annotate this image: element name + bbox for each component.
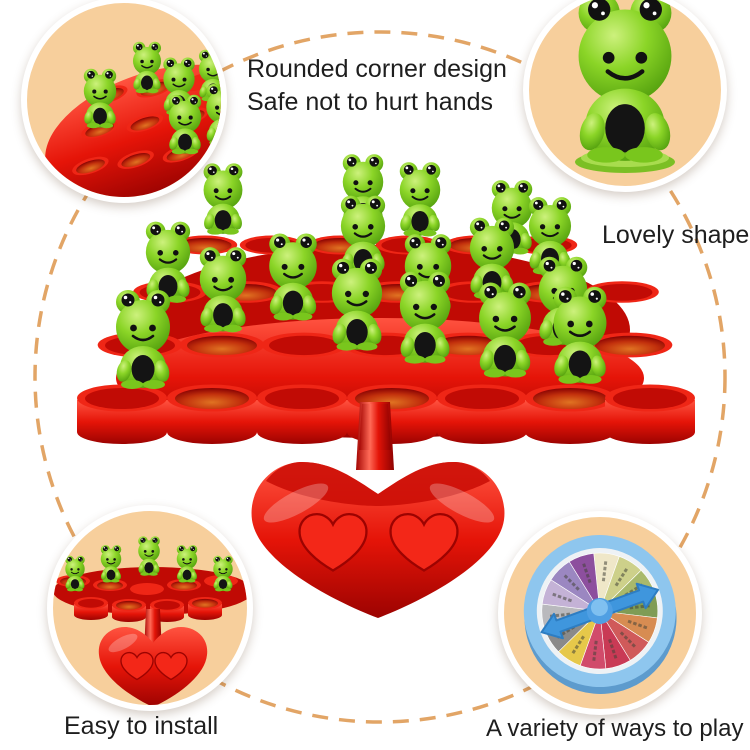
heart-base-mini (98, 627, 208, 705)
cup (257, 384, 347, 444)
tray-corner-closeup-figure (45, 41, 221, 197)
balance-tree-figure (77, 153, 695, 618)
dashed-ring (33, 30, 727, 724)
cup (587, 332, 673, 358)
cup (605, 384, 695, 444)
cup (525, 384, 615, 444)
caption-easy-install: Easy to install (64, 712, 219, 740)
assembled-tree-figure (53, 535, 247, 705)
caption-variety-play: A variety of ways to play (486, 715, 744, 742)
callout-rounded-corner (21, 0, 227, 203)
caption-rounded-corner: Rounded corner design Safe not to hurt h… (247, 53, 507, 119)
caption-lovely-shape: Lovely shape (602, 221, 750, 249)
cup (167, 384, 257, 444)
cup (437, 384, 527, 444)
callout-easy-install (47, 505, 253, 711)
caption-rounded-line2: Safe not to hurt hands (247, 88, 494, 116)
spinner-wheel-figure (523, 535, 677, 694)
cup (179, 332, 265, 358)
cup (261, 332, 347, 358)
callout-ways-to-play (498, 511, 702, 715)
single-frog-figure (529, 0, 721, 173)
cup (77, 384, 167, 444)
spinner-wedges (541, 552, 659, 670)
heart-base (251, 404, 505, 618)
caption-rounded-line1: Rounded corner design (247, 55, 507, 83)
callout-lovely-shape (523, 0, 727, 192)
